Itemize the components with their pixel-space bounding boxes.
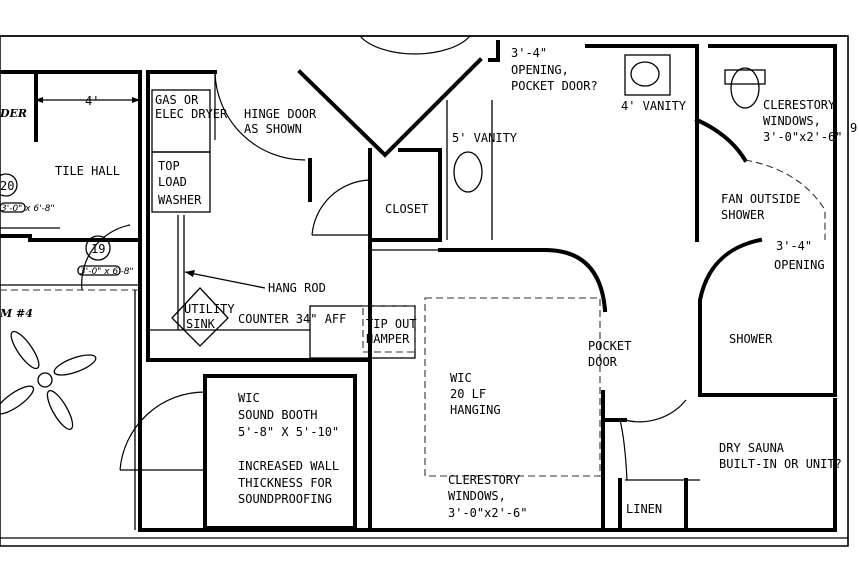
label-opening-3: POCKET DOOR? <box>511 79 598 93</box>
wic-hanging-outline <box>424 297 601 477</box>
label-fan-1: FAN OUTSIDE <box>721 192 800 206</box>
closet-door <box>311 179 371 236</box>
dim-arrow <box>132 97 140 103</box>
label-wic-3: HANGING <box>450 403 501 417</box>
label-opening-2: OPENING, <box>511 63 569 77</box>
label-clere-2: WINDOWS, <box>763 114 821 128</box>
label-hinge-2: AS SHOWN <box>244 122 302 136</box>
label-tag-20: 20 <box>0 179 14 193</box>
label-closet: CLOSET <box>385 202 428 216</box>
label-sauna-1: DRY SAUNA <box>719 441 785 455</box>
toilet <box>730 67 760 109</box>
door-19-swing <box>81 224 131 291</box>
label-gas-1: GAS OR <box>155 93 199 107</box>
label-clere2-1: CLERESTORY <box>448 473 521 487</box>
label-booth-4: INCREASED WALL <box>238 459 339 473</box>
closet-wall <box>368 148 442 242</box>
label-booth-6: SOUNDPROOFING <box>238 492 332 506</box>
label-tag-20-sub: 3'-0" x 6'-8" <box>1 204 55 214</box>
dim-arrow <box>35 97 43 103</box>
label-vanity4: 4' VANITY <box>621 99 687 113</box>
wic-curve-wall <box>438 248 608 313</box>
label-wic-1: WIC <box>450 371 472 385</box>
door-tag-20-sub <box>0 202 26 213</box>
label-utility-1: UTILITY <box>184 302 235 316</box>
closet-wall <box>297 57 483 158</box>
door-tag-19 <box>85 235 111 261</box>
leader-line <box>184 271 266 289</box>
utility-sink <box>171 287 229 347</box>
label-vanity5: 5' VANITY <box>452 131 518 145</box>
vanity-wall <box>488 40 500 62</box>
washer-box <box>151 151 211 213</box>
label-gas-2: ELEC DRYER <box>155 107 228 121</box>
label-edge-9: 9 <box>850 121 857 135</box>
label-tile-hall: TILE HALL <box>55 164 120 178</box>
label-tip-2: HAMPER <box>366 332 410 346</box>
shower-dash <box>744 159 826 240</box>
label-hinge-1: HINGE DOOR <box>244 107 317 121</box>
label-open2-1: 3'-4" <box>776 239 812 253</box>
label-clere-3: 3'-0"x2'-6" <box>763 130 842 144</box>
label-booth-2: SOUND BOOTH <box>238 408 317 422</box>
label-tag-19: 19 <box>91 242 105 256</box>
label-dim-4: 4' <box>85 94 99 108</box>
door-tag-19-sub <box>77 265 121 276</box>
hall-wall <box>0 234 142 242</box>
label-tip-1: TIP OUT <box>366 317 417 331</box>
sink-basin <box>453 151 483 193</box>
vanity-sink <box>624 54 671 96</box>
label-tag-19-sub: 3'-0" x 6'-8" <box>80 267 134 277</box>
label-linen: LINEN <box>626 502 662 516</box>
leader-arrow <box>185 270 195 277</box>
shower-curve <box>694 117 748 163</box>
label-clere2-2: WINDOWS, <box>448 489 506 503</box>
label-hang-rod: HANG ROD <box>268 281 326 295</box>
tip-out-hamper <box>362 305 416 353</box>
label-clere-1: CLERESTORY <box>763 98 836 112</box>
label-sauna-2: BUILT-IN OR UNIT? <box>719 457 842 471</box>
booth-door <box>119 391 206 471</box>
sauna-door <box>624 399 687 423</box>
top-arc <box>359 35 471 55</box>
label-pocket-2: DOOR <box>588 355 618 369</box>
label-wic-2: 20 LF <box>450 387 486 401</box>
label-booth-3: 5'-8" X 5'-10" <box>238 425 339 439</box>
label-fan-2: SHOWER <box>721 208 765 222</box>
ceiling-fan <box>0 330 97 431</box>
vanity-basin <box>630 61 660 87</box>
label-counter: COUNTER 34" AFF <box>238 312 346 326</box>
label-pocket-1: POCKET <box>588 339 631 353</box>
label-utility-2: SINK <box>186 317 216 331</box>
label-top-3: WASHER <box>158 193 202 207</box>
label-clere2-3: 3'-0"x2'-6" <box>448 506 527 520</box>
label-booth-1: WIC <box>238 391 260 405</box>
door-tag-20 <box>0 173 18 197</box>
label-room-m4: M #4 <box>0 307 33 320</box>
label-booth-5: THICKNESS FOR <box>238 476 333 490</box>
shower-curve <box>698 237 763 397</box>
label-open2-2: OPENING <box>774 258 825 272</box>
label-top-2: LOAD <box>158 175 187 189</box>
label-opening-1: 3'-4" <box>511 46 547 60</box>
hinge-door-swing <box>214 71 306 161</box>
toilet-tank <box>724 69 766 85</box>
label-edge-der: DER <box>0 107 27 120</box>
label-top-1: TOP <box>158 159 180 173</box>
linen-door <box>619 419 628 481</box>
label-shower: SHOWER <box>729 332 773 346</box>
